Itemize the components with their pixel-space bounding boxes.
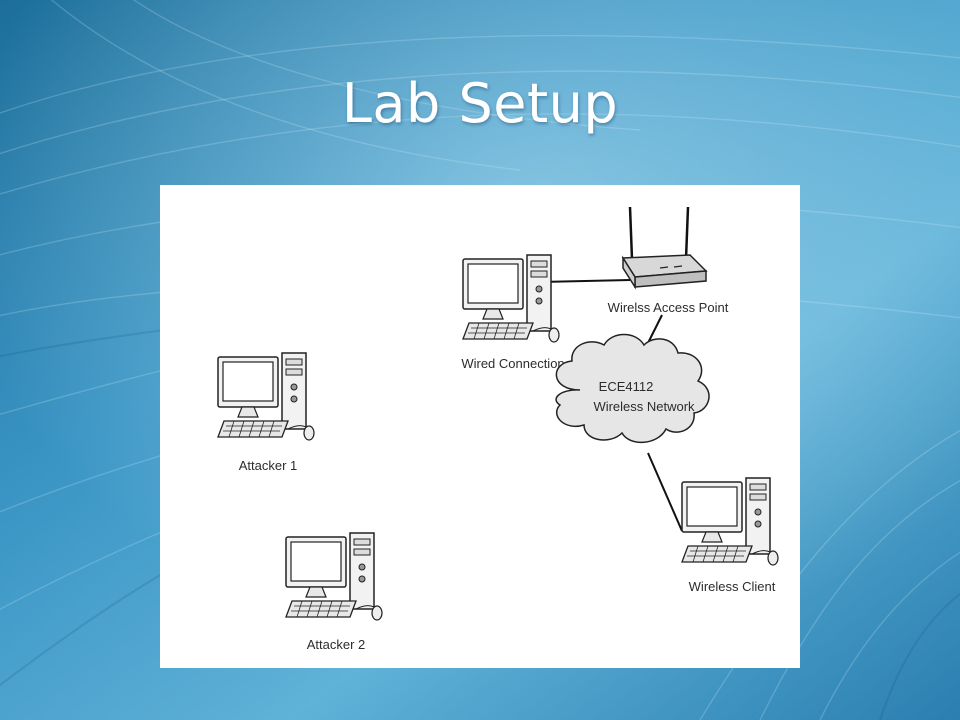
computer-icon	[681, 477, 779, 566]
label-wired-connection: Wired Connection	[461, 356, 564, 371]
label-network-name: ECE4112	[599, 379, 654, 394]
label-network-type: Wireless Network	[593, 399, 695, 414]
network-diagram: Wirelss Access Point Wired Connection EC…	[217, 206, 779, 652]
computer-icon	[285, 532, 383, 621]
computer-icon	[462, 254, 560, 343]
label-wireless-client: Wireless Client	[689, 579, 776, 594]
label-attacker-1: Attacker 1	[239, 458, 298, 473]
router-icon	[621, 206, 708, 290]
link-wired-to-ap	[539, 279, 631, 283]
slide-title: Lab Setup	[341, 72, 619, 135]
link-network-to-client	[647, 452, 683, 532]
label-access-point: Wirelss Access Point	[608, 300, 729, 315]
computer-icon	[217, 352, 315, 441]
label-attacker-2: Attacker 2	[307, 637, 366, 652]
diagram-panel: Wirelss Access Point Wired Connection EC…	[160, 185, 800, 668]
cloud-icon	[555, 333, 710, 443]
